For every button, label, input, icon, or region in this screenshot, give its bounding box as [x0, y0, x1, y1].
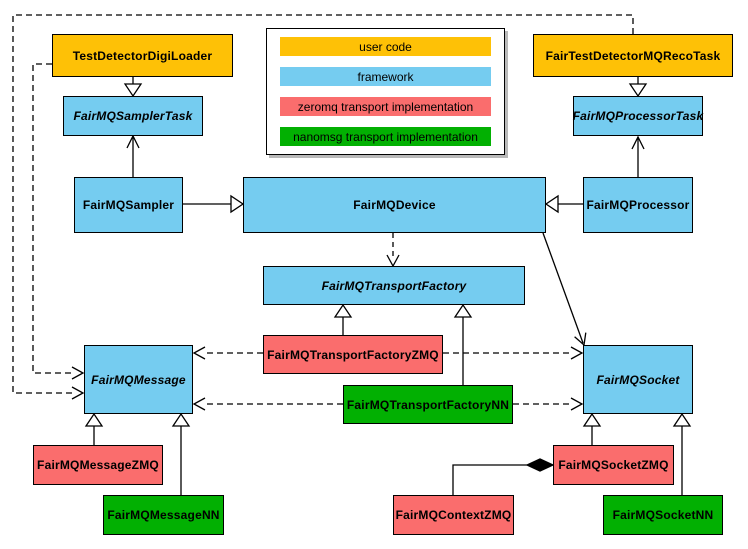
edge-messagezmq-message: [84, 412, 104, 445]
legend-item-framework: framework: [280, 67, 491, 86]
node-fairmqsocketnn: FairMQSocketNN: [603, 495, 723, 535]
edge-messagenn-message: [171, 412, 191, 495]
node-fairmqsocket: FairMQSocket: [583, 345, 693, 414]
edge-recotask-message: [12, 14, 634, 400]
edge-factoryzmq-socket: [443, 346, 584, 360]
edge-recotask-processortask: [628, 77, 648, 98]
legend-item-user-code: user code: [280, 37, 491, 56]
edge-sampler-samplertask: [126, 134, 140, 177]
edge-factoryzmq-factory: [333, 303, 353, 335]
edge-digiloader-message: [32, 63, 85, 380]
edge-factorynn-socket: [513, 397, 584, 411]
edge-factoryzmq-message: [192, 346, 263, 360]
node-fairmqmessagezmq: FairMQMessageZMQ: [33, 445, 163, 485]
node-fairmqdevice: FairMQDevice: [243, 177, 546, 233]
node-fairmqtransportfactoryzmq: FairMQTransportFactoryZMQ: [263, 335, 443, 374]
edge-factorynn-factory: [453, 303, 473, 385]
legend-item-zeromq: zeromq transport implementation: [280, 97, 491, 116]
node-fairmqmessage: FairMQMessage: [84, 345, 193, 414]
edge-socketnn-socket: [672, 412, 692, 495]
legend-item-nanomsg: nanomsg transport implementation: [280, 127, 491, 146]
node-fairmqtransportfactorynn: FairMQTransportFactoryNN: [343, 385, 513, 424]
edge-device-socket: [542, 232, 587, 347]
node-testdetectordigiloader: TestDetectorDigiLoader: [52, 34, 233, 77]
edge-socketzmq-socket: [582, 412, 602, 445]
node-fairmqprocessortask: FairMQProcessorTask: [573, 96, 703, 136]
node-fairmqmessagenn: FairMQMessageNN: [103, 495, 224, 535]
node-fairmqcontextzmq: FairMQContextZMQ: [393, 495, 514, 535]
node-fairmqtransportfactory: FairMQTransportFactory: [263, 266, 525, 305]
node-fairtestdetectormqrecotask: FairTestDetectorMQRecoTask: [533, 34, 733, 77]
node-fairmqsampler: FairMQSampler: [74, 177, 183, 233]
legend: user code framework zeromq transport imp…: [266, 28, 505, 155]
edge-sampler-device: [183, 194, 245, 214]
edge-factorynn-message: [192, 397, 343, 411]
node-fairmqsocketzmq: FairMQSocketZMQ: [553, 445, 674, 485]
edge-processor-processortask: [631, 135, 645, 177]
edge-digiloader-samplertask: [123, 77, 143, 98]
node-fairmqsamplertask: FairMQSamplerTask: [63, 96, 203, 136]
edge-processor-device: [544, 194, 583, 214]
node-fairmqprocessor: FairMQProcessor: [583, 177, 693, 233]
edge-contextzmq-socketzmq: [452, 458, 555, 495]
edge-device-factory: [386, 233, 400, 268]
